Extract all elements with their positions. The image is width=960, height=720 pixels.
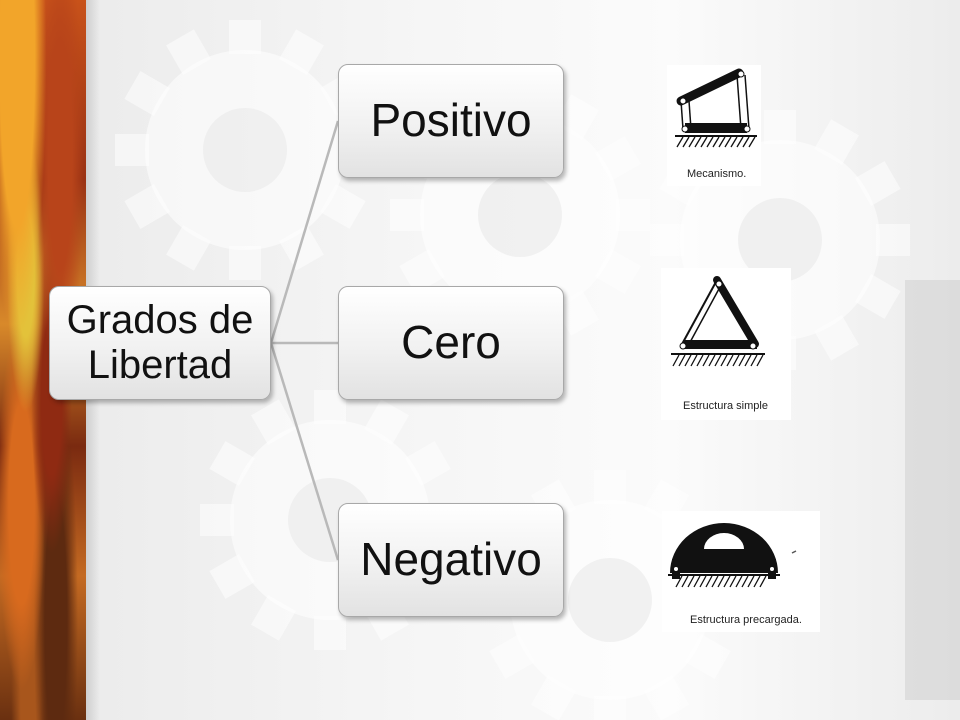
connector-negativo bbox=[269, 342, 340, 561]
simple-truss-structure-icon bbox=[671, 276, 765, 367]
connector-positivo bbox=[269, 120, 340, 344]
preloaded-structure-caption: Estructura precargada. bbox=[690, 614, 802, 626]
branch-label-negativo: Negativo bbox=[360, 533, 542, 586]
branch-label-positivo: Positivo bbox=[370, 94, 532, 147]
mechanism-caption: Mecanismo. bbox=[687, 168, 747, 180]
preloaded-arch-structure-icon bbox=[668, 523, 797, 588]
branch-node-negativo: Negativo bbox=[338, 503, 564, 617]
simple-structure-illustration: Estructura simple bbox=[661, 268, 791, 420]
simple-structure-caption: Estructura simple bbox=[683, 400, 768, 412]
preloaded-structure-illustration: Estructura precargada. bbox=[662, 511, 820, 632]
branch-node-cero: Cero bbox=[338, 286, 564, 400]
branch-node-positivo: Positivo bbox=[338, 64, 564, 178]
branch-label-cero: Cero bbox=[401, 316, 501, 369]
root-node-grados-de-libertad: Grados de Libertad bbox=[49, 286, 271, 400]
root-node-label: Grados de Libertad bbox=[66, 298, 254, 387]
mechanism-linkage-icon bbox=[675, 68, 757, 148]
mechanism-illustration: Mecanismo. bbox=[667, 65, 761, 186]
